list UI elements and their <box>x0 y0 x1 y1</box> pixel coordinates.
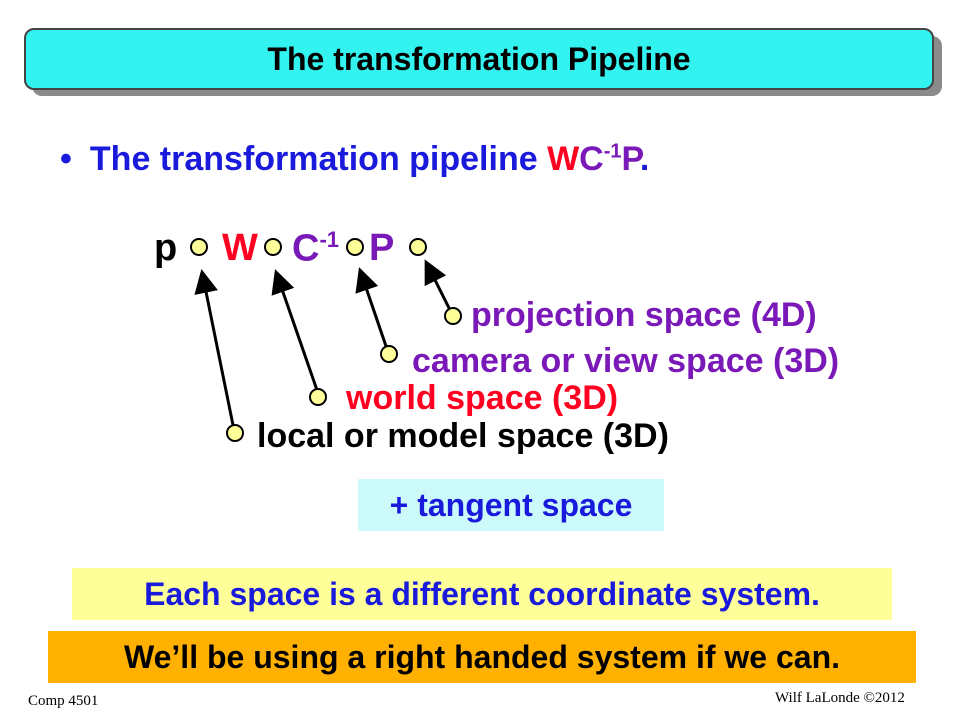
tangent-space-label: + tangent space <box>389 486 633 523</box>
node-local <box>226 424 244 442</box>
node-c-p <box>346 238 364 256</box>
arrow-projection <box>424 259 454 315</box>
bullet-prefix: The transformation pipeline <box>89 140 548 178</box>
node-after-p <box>409 238 427 256</box>
arrow-camera <box>355 267 390 353</box>
footer-author: Wilf LaLonde ©2012 <box>775 690 905 706</box>
footer-course: Comp 4501 <box>28 693 99 709</box>
symbol-c-exp: -1 <box>319 227 340 252</box>
bullet-dot: • <box>60 140 72 178</box>
node-world <box>309 388 327 406</box>
handedness-note: We’ll be using a right handed system if … <box>123 638 840 675</box>
handedness-note-box: We’ll be using a right handed system if … <box>48 631 916 683</box>
label-world-space: world space (3D) <box>346 379 619 417</box>
coordinate-note-box: Each space is a different coordinate sys… <box>72 568 892 620</box>
slide-title: The transformation Pipeline <box>267 40 691 77</box>
bullet-c: C <box>579 140 604 178</box>
symbol-c: C <box>292 227 320 270</box>
bullet-suffix: . <box>639 140 650 178</box>
node-p-w <box>190 238 208 256</box>
bullet-w: W <box>547 140 580 178</box>
bullet-line: • The transformation pipeline WC-1P. <box>60 140 649 179</box>
node-camera <box>380 345 398 363</box>
label-projection-space: projection space (4D) <box>471 296 817 334</box>
coordinate-note: Each space is a different coordinate sys… <box>144 575 820 612</box>
symbol-w: W <box>222 227 258 269</box>
symbol-p: p <box>154 227 178 269</box>
bullet-p: P <box>621 140 640 178</box>
arrow-local <box>194 269 236 431</box>
label-camera-space: camera or view space (3D) <box>412 342 840 380</box>
symbol-c-inverse: C-1 <box>292 227 339 271</box>
tangent-space-box: + tangent space <box>358 479 664 531</box>
arrow-world <box>271 269 320 394</box>
node-w-c <box>264 238 282 256</box>
title-banner: The transformation Pipeline <box>24 28 934 90</box>
node-projection <box>444 307 462 325</box>
label-local-space: local or model space (3D) <box>257 417 669 455</box>
symbol-proj: P <box>369 227 395 269</box>
bullet-exp: -1 <box>603 140 622 163</box>
